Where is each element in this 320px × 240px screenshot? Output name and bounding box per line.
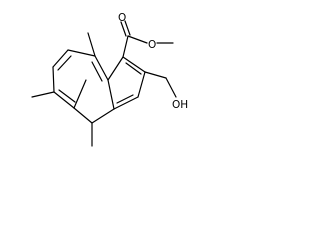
bond: [73, 107, 93, 124]
bond: [52, 49, 69, 68]
bond: [53, 91, 75, 109]
molecule-structure: O O OH: [31, 12, 188, 147]
bond: [67, 49, 96, 57]
bond: [144, 71, 167, 79]
bond: [122, 56, 146, 73]
seven-membered-ring: [52, 49, 115, 124]
bond: [107, 79, 115, 110]
five-membered-ring: [107, 56, 146, 110]
bond: [52, 66, 55, 93]
carbonyl-double-bond: [124, 20, 131, 36]
methyl-bond-left: [31, 91, 55, 98]
bond: [127, 35, 148, 44]
double-bond-inner: [116, 94, 134, 104]
methyl-bond-top: [87, 32, 96, 57]
carbonyl-double-bond: [120, 21, 127, 37]
ester-oxygen-label: O: [148, 39, 156, 51]
ester-group: O O: [118, 12, 174, 58]
double-bond-inner: [91, 61, 103, 82]
carbonyl-oxygen-label: O: [118, 12, 126, 24]
methyl-groups: [31, 32, 96, 147]
hydroxyl-label: OH: [172, 99, 188, 111]
bond: [137, 71, 146, 98]
bond: [107, 56, 124, 81]
bond: [91, 108, 115, 124]
bond: [165, 77, 177, 98]
double-bond-inner: [125, 62, 142, 75]
bond: [122, 35, 129, 58]
hydroxymethyl-group: OH: [144, 71, 188, 111]
double-bond-inner: [57, 55, 72, 71]
bond: [113, 96, 139, 110]
bond: [94, 55, 109, 81]
double-bond-inner: [58, 89, 76, 103]
bond: [73, 79, 87, 109]
